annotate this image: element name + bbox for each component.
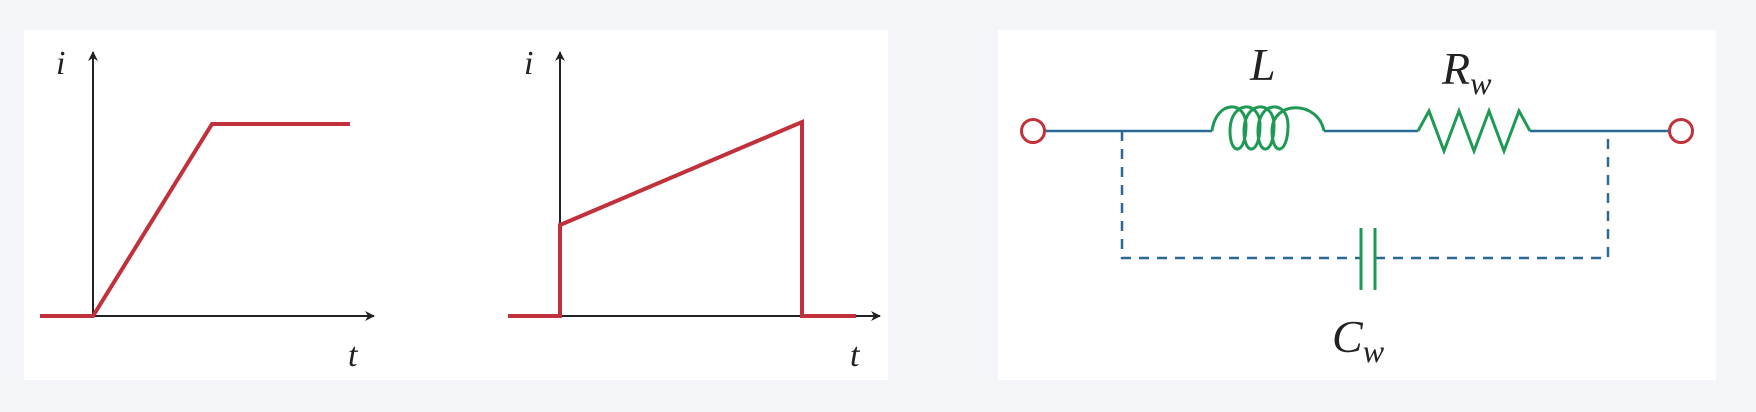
ramp-graph: i t (40, 45, 375, 374)
resistor-icon (1416, 106, 1532, 156)
capacitor-label: Cw (1332, 311, 1385, 369)
capacitor-icon (1359, 228, 1377, 290)
ramp-graph-y-label: i (56, 45, 65, 82)
ramp-waveform (40, 122, 350, 318)
resistor-label-sub: w (1470, 65, 1492, 101)
ramp-graph-x-label: t (348, 337, 359, 374)
terminal-right-icon (1668, 118, 1694, 144)
waveform-graphs: i t i t (40, 45, 881, 374)
pulse-graph: i t (508, 45, 881, 374)
dashed-branch (1120, 131, 1361, 260)
pulse-graph-y-label: i (524, 45, 533, 82)
inductor-model-circuit: L Rw Cw (1020, 39, 1694, 369)
capacitor-label-main: C (1332, 311, 1364, 362)
capacitor-label-sub: w (1363, 333, 1385, 369)
inductor-label: L (1249, 39, 1276, 90)
inductor-model-circuit-panel: L Rw Cw (998, 30, 1716, 380)
dashed-branch-right (1375, 131, 1610, 260)
terminal-left-icon (1020, 118, 1046, 144)
resistor-label: Rw (1441, 43, 1492, 101)
resistor-label-main: R (1441, 43, 1470, 94)
pulse-waveform (508, 118, 856, 318)
waveform-graphs-panel: i t i t (24, 30, 888, 380)
inductor-icon (1210, 105, 1326, 151)
pulse-graph-x-label: t (850, 337, 861, 374)
